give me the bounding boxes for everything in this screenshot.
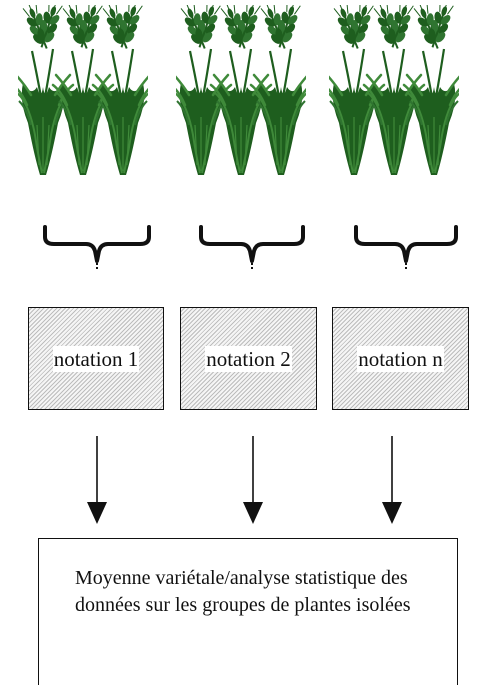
wheat-plant-icon [18, 5, 148, 180]
notation-label: notation 1 [52, 345, 140, 372]
brace-2 [198, 223, 306, 273]
wheat-plant-icon [329, 5, 459, 180]
notation-box-n: notation n [332, 307, 469, 410]
down-arrow-icon [87, 436, 107, 524]
plant-group-2 [176, 5, 306, 180]
plant-group-1 [18, 5, 148, 180]
notation-box-2: notation 2 [180, 307, 317, 410]
arrow-2 [240, 436, 266, 524]
arrow-1 [84, 436, 110, 524]
brace-n [353, 223, 459, 273]
notation-label: notation n [357, 345, 444, 372]
curly-brace-icon [199, 225, 305, 269]
wheat-plant-icon [176, 5, 306, 180]
plant-group-n [329, 5, 459, 180]
notation-box-1: notation 1 [28, 307, 164, 410]
notation-label: notation 2 [205, 345, 292, 372]
arrow-n [379, 436, 405, 524]
curly-brace-icon [43, 225, 151, 269]
down-arrow-icon [382, 436, 402, 524]
summary-box: Moyenne variétale/analyse statistique de… [38, 538, 458, 685]
summary-text: Moyenne variétale/analyse statistique de… [75, 567, 411, 616]
down-arrow-icon [243, 436, 263, 524]
brace-1 [42, 223, 152, 273]
curly-brace-icon [354, 225, 458, 269]
